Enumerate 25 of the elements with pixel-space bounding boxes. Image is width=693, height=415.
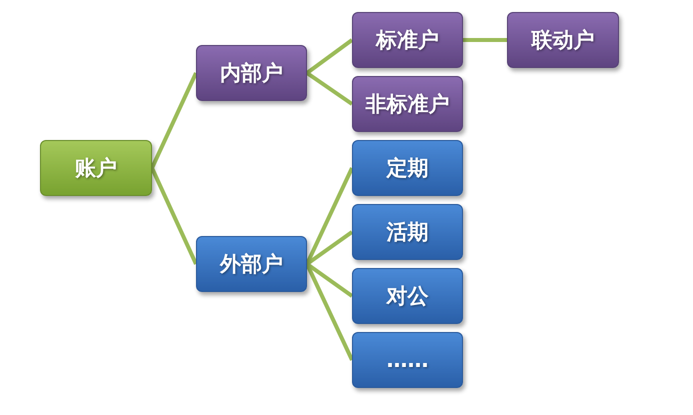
category-box xyxy=(352,76,463,132)
category-box xyxy=(352,268,463,324)
node-label: 活期 xyxy=(386,219,428,246)
node-label: 外部户 xyxy=(220,251,283,278)
category-box xyxy=(352,332,463,388)
node-label: …… xyxy=(386,348,428,372)
node-label: 定期 xyxy=(386,155,428,182)
connector-line xyxy=(306,38,354,75)
category-box xyxy=(352,12,463,68)
category-box xyxy=(507,12,619,68)
category-box xyxy=(196,45,307,101)
node-label: 内部户 xyxy=(220,60,283,87)
category-box xyxy=(352,140,463,196)
node-label: 账户 xyxy=(75,155,117,182)
connector-line xyxy=(463,38,507,42)
connector-line xyxy=(306,71,354,106)
category-box xyxy=(40,140,152,196)
connector-line xyxy=(150,72,198,169)
category-box xyxy=(196,236,307,292)
connector-line xyxy=(150,167,198,265)
category-box xyxy=(352,204,463,260)
node-label: 标准户 xyxy=(376,27,439,54)
node-label: 联动户 xyxy=(532,27,594,54)
node-label: 对公 xyxy=(386,283,428,310)
node-label: 非标准户 xyxy=(366,91,450,118)
